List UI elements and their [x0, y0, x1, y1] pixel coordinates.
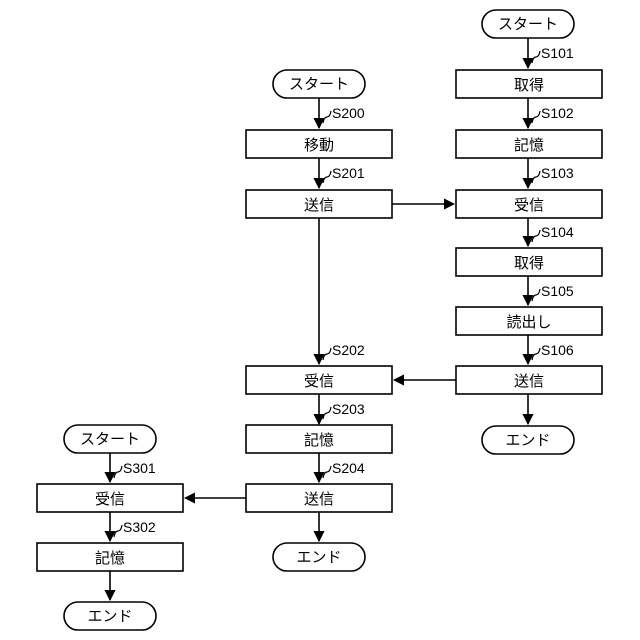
- process-label-s302: 記憶: [95, 549, 125, 567]
- step-id-s103: S103: [541, 165, 574, 181]
- process-label-s101: 取得: [514, 76, 544, 94]
- step-tick: [532, 230, 540, 242]
- process-label-s105: 読出し: [506, 313, 551, 331]
- step-id-s302: S302: [123, 519, 156, 535]
- process-label-s201: 送信: [304, 196, 334, 214]
- step-id-s105: S105: [541, 283, 574, 299]
- process-label-s200: 移動: [304, 136, 334, 154]
- step-id-s101: S101: [541, 45, 574, 61]
- process-label-s106: 送信: [514, 372, 544, 390]
- flow-c-end-label: エンド: [87, 607, 132, 625]
- flow-b-end-label: エンド: [296, 548, 341, 566]
- flow-a-start-label: スタート: [498, 15, 558, 33]
- process-label-s202: 受信: [304, 372, 334, 390]
- process-label-s103: 受信: [514, 196, 544, 214]
- step-tick: [532, 171, 540, 183]
- step-id-s200: S200: [332, 105, 365, 121]
- process-label-s104: 取得: [514, 254, 544, 272]
- step-id-s201: S201: [332, 165, 365, 181]
- step-tick: [323, 111, 331, 123]
- step-id-s204: S204: [332, 460, 365, 476]
- step-tick: [323, 407, 331, 419]
- step-tick: [323, 171, 331, 183]
- process-label-s102: 記憶: [514, 136, 544, 154]
- step-tick: [532, 111, 540, 123]
- step-id-s202: S202: [332, 342, 365, 358]
- flow-c: スタート S301 受信 S302 記憶 エンド: [37, 425, 183, 630]
- process-label-s301: 受信: [95, 490, 125, 508]
- step-tick: [323, 466, 331, 478]
- step-id-s102: S102: [541, 105, 574, 121]
- flow-b: スタート S200 移動 S201 送信 S202 受信 S203 記憶 S20…: [185, 70, 456, 571]
- step-id-s301: S301: [123, 460, 156, 476]
- step-tick: [114, 525, 122, 537]
- process-label-s204: 送信: [304, 490, 334, 508]
- step-tick: [532, 348, 540, 360]
- step-tick: [323, 348, 331, 360]
- step-tick: [532, 289, 540, 301]
- step-tick: [532, 51, 540, 63]
- step-id-s106: S106: [541, 342, 574, 358]
- flow-a-end-label: エンド: [505, 431, 550, 449]
- step-tick: [114, 466, 122, 478]
- process-label-s203: 記憶: [304, 431, 334, 449]
- flow-a: スタート S101 取得 S102 記憶 S103 受信 S104 取得 S10…: [456, 10, 602, 454]
- flow-c-start-label: スタート: [80, 430, 140, 448]
- flow-b-start-label: スタート: [289, 75, 349, 93]
- step-id-s203: S203: [332, 401, 365, 417]
- step-id-s104: S104: [541, 224, 574, 240]
